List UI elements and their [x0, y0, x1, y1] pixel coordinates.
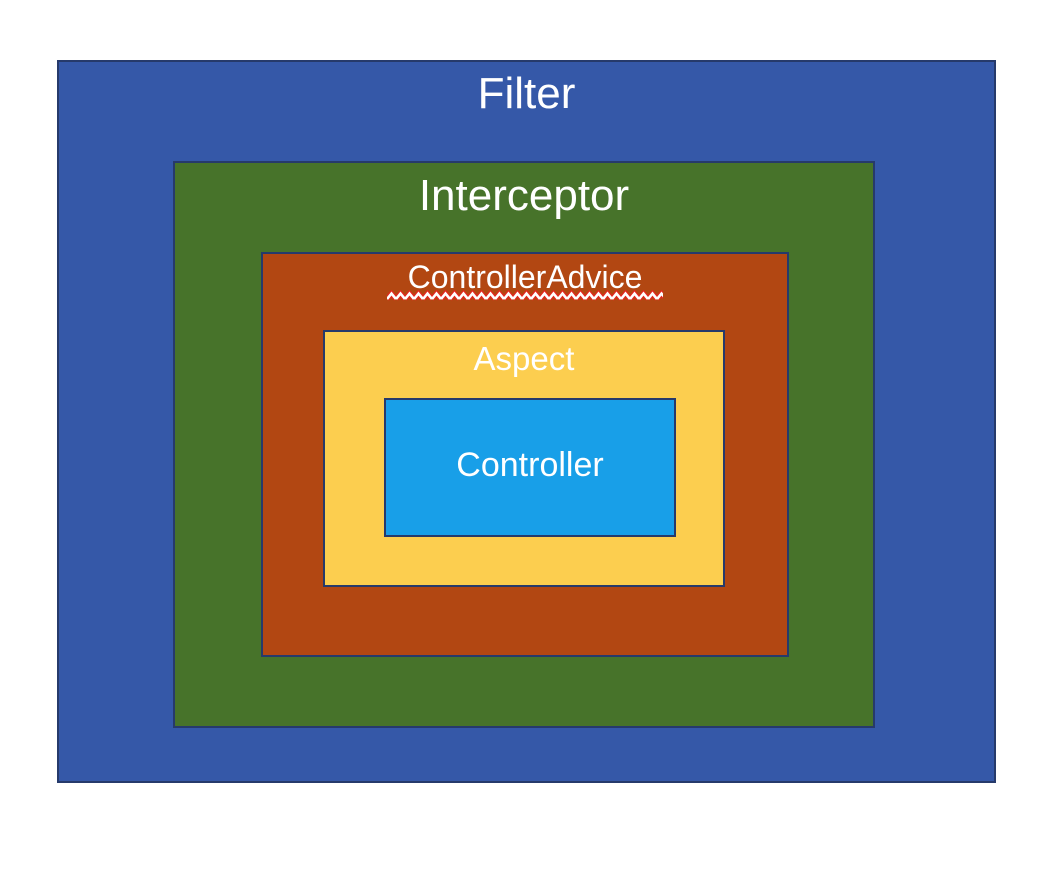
layer-interceptor-label: Interceptor: [418, 171, 630, 220]
layer-controller-advice-label: ControllerAdvice: [407, 259, 643, 295]
layer-controller-advice-box: ControllerAdvice Aspect Controller: [261, 252, 789, 657]
layer-aspect-box: Aspect Controller: [323, 330, 725, 587]
layer-filter-box: Filter Interceptor ControllerAdvice Aspe…: [57, 60, 996, 783]
layer-interceptor-box: Interceptor ControllerAdvice Aspect: [173, 161, 875, 728]
layer-filter-label: Filter: [477, 69, 576, 118]
layer-controller-box: Controller: [384, 398, 676, 537]
layer-aspect-label: Aspect: [473, 340, 575, 377]
layer-controller-label: Controller: [456, 446, 604, 484]
spellcheck-squiggle-icon: [387, 290, 663, 304]
